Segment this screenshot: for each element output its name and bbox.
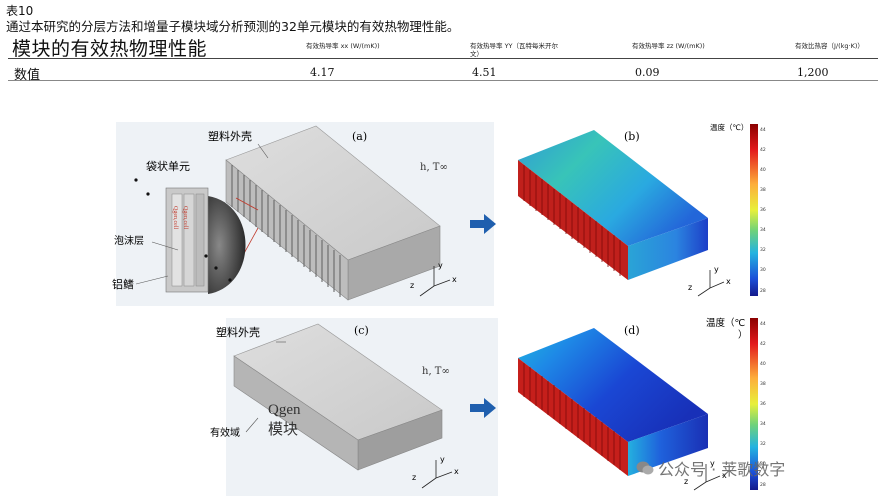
cb-b-tick-34: 34 — [760, 227, 766, 233]
panel-a-convection-label: h, T∞ — [420, 162, 448, 173]
cb-d-tick-30: 30 — [760, 461, 766, 467]
axis-a-z: z — [410, 281, 414, 290]
qgen-cell-label-2: Qgen,cell — [182, 206, 188, 229]
value-cp: 1,200 — [797, 66, 829, 79]
panel-c-shell-label: 塑料外壳 — [216, 325, 260, 339]
axis-c-y: y — [440, 455, 445, 464]
watermark: 公众号 · 莱歌数字 — [658, 460, 786, 479]
axis-b-x: x — [726, 277, 731, 286]
colorbar-d-ticks: 44 42 40 38 36 34 32 30 28 — [760, 321, 766, 488]
table-label: 表10 — [6, 4, 34, 18]
axis-d-z: z — [684, 477, 688, 486]
panel-a-module — [225, 125, 441, 301]
panel-c-tag: (c) — [354, 324, 369, 337]
qgen-label: Qgen — [268, 402, 301, 418]
axis-triad-a — [419, 266, 451, 297]
panel-c-convection-label: h, T∞ — [422, 366, 450, 377]
cb-b-tick-42: 42 — [760, 147, 766, 153]
panel-c-module — [233, 323, 443, 471]
axis-b-z: z — [688, 283, 692, 292]
column-header-kzz: 有效热导率 zz (W/(mK)) — [632, 42, 705, 50]
table-bottom-divider — [8, 80, 878, 81]
axis-d-x: x — [722, 471, 727, 480]
colorbar-d-title-1: 温度（℃ — [706, 317, 746, 329]
cb-d-tick-32: 32 — [760, 441, 766, 447]
wechat-icon — [636, 461, 654, 475]
cb-b-tick-40: 40 — [760, 167, 766, 173]
colorbar-d-title-2: ） — [738, 329, 748, 341]
colorbar-b — [750, 124, 758, 296]
pouch-cell-label: 袋状单元 — [146, 159, 190, 173]
colorbar-d — [750, 318, 758, 490]
panel-d-thermal-module — [518, 328, 708, 476]
colorbar-b-ticks: 44 42 40 38 36 34 32 30 28 — [760, 127, 766, 294]
row-label: 数值 — [14, 68, 41, 83]
axis-triad-b — [697, 270, 725, 297]
cb-b-tick-30: 30 — [760, 267, 766, 273]
axis-b-y: y — [714, 265, 719, 274]
cb-d-tick-28: 28 — [760, 482, 766, 488]
cb-b-tick-36: 36 — [760, 207, 766, 213]
cb-d-tick-38: 38 — [760, 381, 766, 387]
column-header-cp: 有效比热容（J/(kg·K)） — [795, 42, 864, 50]
table-caption: 通过本研究的分层方法和增量子模块域分析预测的32单元模块的有效热物理性能。 — [6, 19, 460, 34]
cb-b-tick-32: 32 — [760, 247, 766, 253]
cb-d-tick-44: 44 — [760, 321, 766, 327]
foam-layer-label: 泡沫层 — [114, 234, 144, 247]
axis-a-y: y — [438, 261, 443, 270]
cb-b-tick-38: 38 — [760, 187, 766, 193]
cb-d-tick-42: 42 — [760, 341, 766, 347]
axis-d-y: y — [710, 459, 715, 468]
colorbar-b-title: 温度（℃） — [710, 122, 748, 132]
value-kzz: 0.09 — [635, 66, 660, 79]
panel-d-tag: (d) — [624, 324, 640, 337]
arrow-c-to-d — [470, 398, 496, 418]
cb-b-tick-28: 28 — [760, 288, 766, 294]
cb-b-tick-44: 44 — [760, 127, 766, 133]
column-header-kyy: 有效热导率 YY（瓦特每米开尔文） — [470, 42, 559, 58]
zoom-line-upper — [235, 197, 259, 211]
value-kyy: 4.51 — [472, 66, 497, 79]
axis-triad-c — [421, 460, 453, 489]
table-header-divider — [8, 58, 878, 59]
axis-c-x: x — [454, 467, 459, 476]
module-figure: Qgen,cell Qgen,cell 塑料外壳 袋状单元 泡沫层 铝鳍 (a)… — [112, 122, 773, 496]
value-kxx: 4.17 — [310, 66, 335, 79]
panel-a-shell-label: 塑料外壳 — [208, 129, 252, 143]
table-title: 模块的有效热物理性能 — [12, 38, 208, 60]
arrow-a-to-b — [470, 214, 496, 234]
column-header-kxx: 有效热导率 xx (W/(mK)) — [306, 42, 380, 50]
module-label: 模块 — [268, 420, 298, 438]
effective-domain-label: 有效域 — [210, 426, 240, 439]
axis-c-z: z — [412, 473, 416, 482]
aluminum-fin-label: 铝鳍 — [112, 277, 134, 291]
pouch-cell-exploded — [134, 178, 246, 294]
cb-d-tick-34: 34 — [760, 421, 766, 427]
cb-d-tick-36: 36 — [760, 401, 766, 407]
qgen-cell-label-1: Qgen,cell — [172, 206, 178, 229]
axis-a-x: x — [452, 275, 457, 284]
panel-b-thermal-module — [518, 130, 708, 280]
axis-triad-d — [693, 464, 721, 491]
panel-a-tag: (a) — [352, 130, 367, 143]
cb-d-tick-40: 40 — [760, 361, 766, 367]
panel-b-tag: (b) — [624, 130, 640, 143]
